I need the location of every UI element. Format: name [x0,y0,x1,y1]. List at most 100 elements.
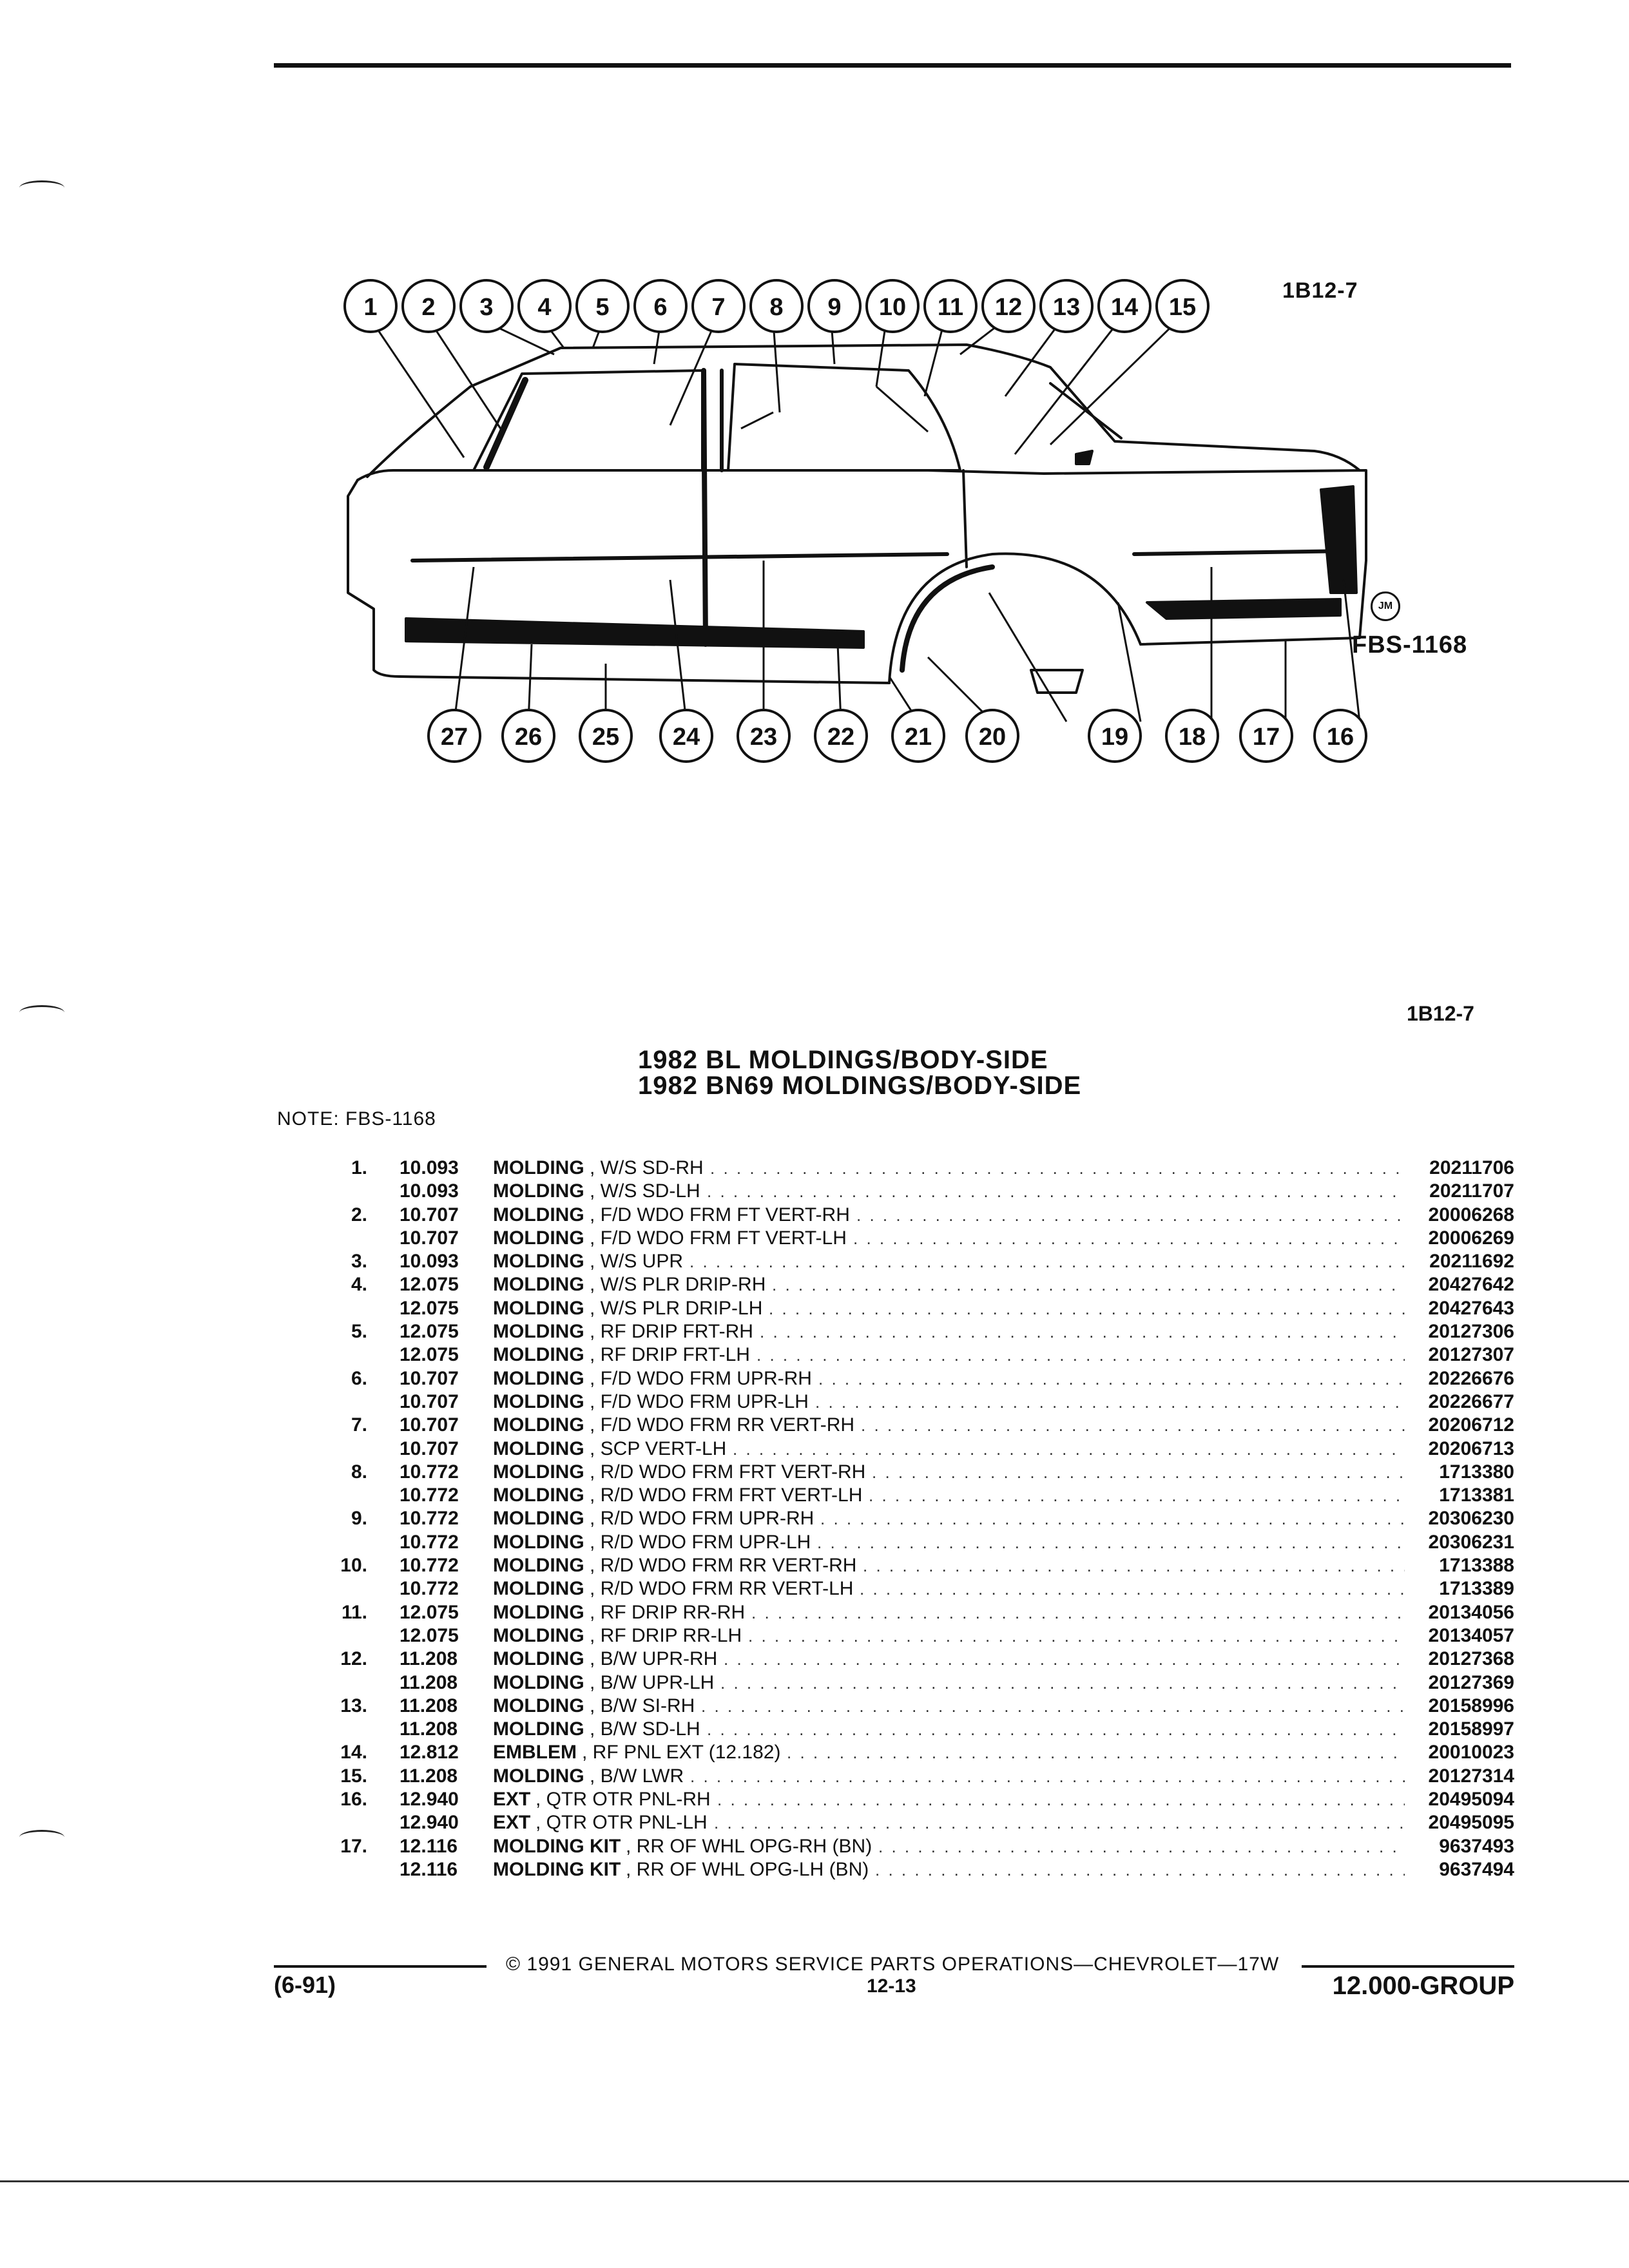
part-number: 20226676 [1428,1367,1514,1389]
svg-text:19: 19 [1101,724,1128,751]
part-description: , W/S PLR DRIP-LH [590,1297,763,1319]
part-name: MOLDING [493,1321,584,1343]
group-number: 10.707 [400,1437,459,1459]
part-name: MOLDING [493,1648,584,1670]
part-name: MOLDING [493,1204,584,1225]
callout-5: 5 [575,279,630,333]
dot-leader: . . . . . . . . . . . . . . . . . . . . … [710,1158,1405,1178]
svg-text:6: 6 [653,294,667,321]
group-number: 10.772 [400,1461,459,1483]
group-number: 12.075 [400,1274,459,1296]
scan-mark [19,1005,64,1020]
item-number: 2. [351,1204,367,1225]
part-name: MOLDING [493,1601,584,1623]
part-number: 1713381 [1439,1485,1514,1506]
body-side-molding-diagram: 1 2 3 4 5 6 7 8 9 10 11 12 13 14 15 27 2… [343,279,1367,763]
dot-leader: . . . . . . . . . . . . . . . . . . . . … [769,1298,1405,1318]
item-number: 7. [351,1414,367,1436]
part-description: , W/S PLR DRIP-RH [590,1274,766,1296]
callout-3: 3 [459,279,514,333]
part-description: , RF DRIP RR-RH [590,1601,746,1623]
part-description: , R/D WDO FRM FRT VERT-RH [590,1461,866,1483]
part-number: 20010023 [1428,1742,1514,1763]
footer: © 1991 GENERAL MOTORS SERVICE PARTS OPER… [274,1952,1514,2004]
part-number: 20427643 [1428,1297,1514,1319]
part-name: EMBLEM [493,1742,577,1763]
callout-23: 23 [737,709,791,763]
part-number: 1713388 [1439,1555,1514,1577]
part-name: MOLDING [493,1578,584,1600]
figure-code-top: 1B12-7 [1282,278,1358,303]
part-description: , RR OF WHL OPG-RH (BN) [626,1835,872,1857]
group-number: 11.208 [400,1718,458,1740]
group-number: 10.772 [400,1531,459,1553]
part-number: 20127306 [1428,1321,1514,1343]
bottom-rule [0,2180,1629,2182]
part-number: 1713380 [1439,1461,1514,1483]
part-number: 20006268 [1428,1204,1514,1225]
dot-leader: . . . . . . . . . . . . . . . . . . . . … [872,1462,1405,1482]
table-row: 10.093 MOLDING , W/S SD-LH . . . . . . . . … [290,1180,1514,1203]
footer-rule-right [1302,1965,1514,1968]
part-description: , RF PNL EXT (12.182) [582,1742,781,1763]
part-number: 20158996 [1428,1695,1514,1716]
callout-13: 13 [1039,279,1094,333]
dot-leader: . . . . . . . . . . . . . . . . . . . . … [701,1696,1405,1716]
callout-18: 18 [1165,709,1219,763]
callout-26: 26 [501,709,555,763]
part-description: , W/S SD-LH [590,1180,700,1202]
callout-21: 21 [891,709,945,763]
part-description: , RF DRIP FRT-LH [590,1344,750,1366]
part-name: MOLDING [493,1180,584,1202]
dot-leader: . . . . . . . . . . . . . . . . . . . . … [748,1626,1405,1646]
part-description: , B/W LWR [590,1765,684,1787]
dot-leader: . . . . . . . . . . . . . . . . . . . . … [714,1813,1405,1833]
group-number: 12.075 [400,1344,459,1366]
dot-leader: . . . . . . . . . . . . . . . . . . . . … [690,1766,1405,1786]
group-number: 10.772 [400,1555,459,1577]
part-name: MOLDING [493,1765,584,1787]
group-number: 12.940 [400,1789,459,1811]
part-number: 20134057 [1428,1624,1514,1646]
dot-leader: . . . . . . . . . . . . . . . . . . . . … [733,1439,1405,1459]
group-number: 12.075 [400,1601,459,1623]
callout-14: 14 [1097,279,1152,333]
callout-19: 19 [1088,709,1142,763]
part-number: 20495095 [1428,1812,1514,1834]
svg-text:23: 23 [750,724,777,751]
dot-leader: . . . . . . . . . . . . . . . . . . . . … [818,1369,1405,1389]
callout-9: 9 [807,279,862,333]
dot-leader: . . . . . . . . . . . . . . . . . . . . … [863,1556,1405,1576]
svg-text:8: 8 [769,294,783,321]
item-number: 12. [340,1648,367,1670]
part-number: 20306231 [1428,1531,1514,1553]
part-number: 20211707 [1429,1180,1514,1202]
group-number: 10.093 [400,1180,459,1202]
part-number: 20127368 [1428,1648,1514,1670]
dot-leader: . . . . . . . . . . . . . . . . . . . . … [707,1182,1405,1202]
group-number: 10.707 [400,1390,459,1412]
part-name: MOLDING [493,1344,584,1366]
callout-20: 20 [965,709,1019,763]
part-number: 20127369 [1428,1671,1514,1693]
item-number: 14. [340,1742,367,1763]
group-number: 11.208 [400,1695,458,1716]
dot-leader: . . . . . . . . . . . . . . . . . . . . … [815,1392,1405,1412]
dot-leader: . . . . . . . . . . . . . . . . . . . . … [772,1275,1405,1295]
part-number: 20495094 [1428,1789,1514,1811]
group-number: 10.707 [400,1227,459,1249]
part-description: , QTR OTR PNL-LH [535,1812,708,1834]
part-description: , F/D WDO FRM FT VERT-LH [590,1227,847,1249]
dot-leader: . . . . . . . . . . . . . . . . . . . . … [707,1720,1405,1740]
dot-leader: . . . . . . . . . . . . . . . . . . . . … [856,1205,1405,1225]
group-number: 10.772 [400,1485,459,1506]
